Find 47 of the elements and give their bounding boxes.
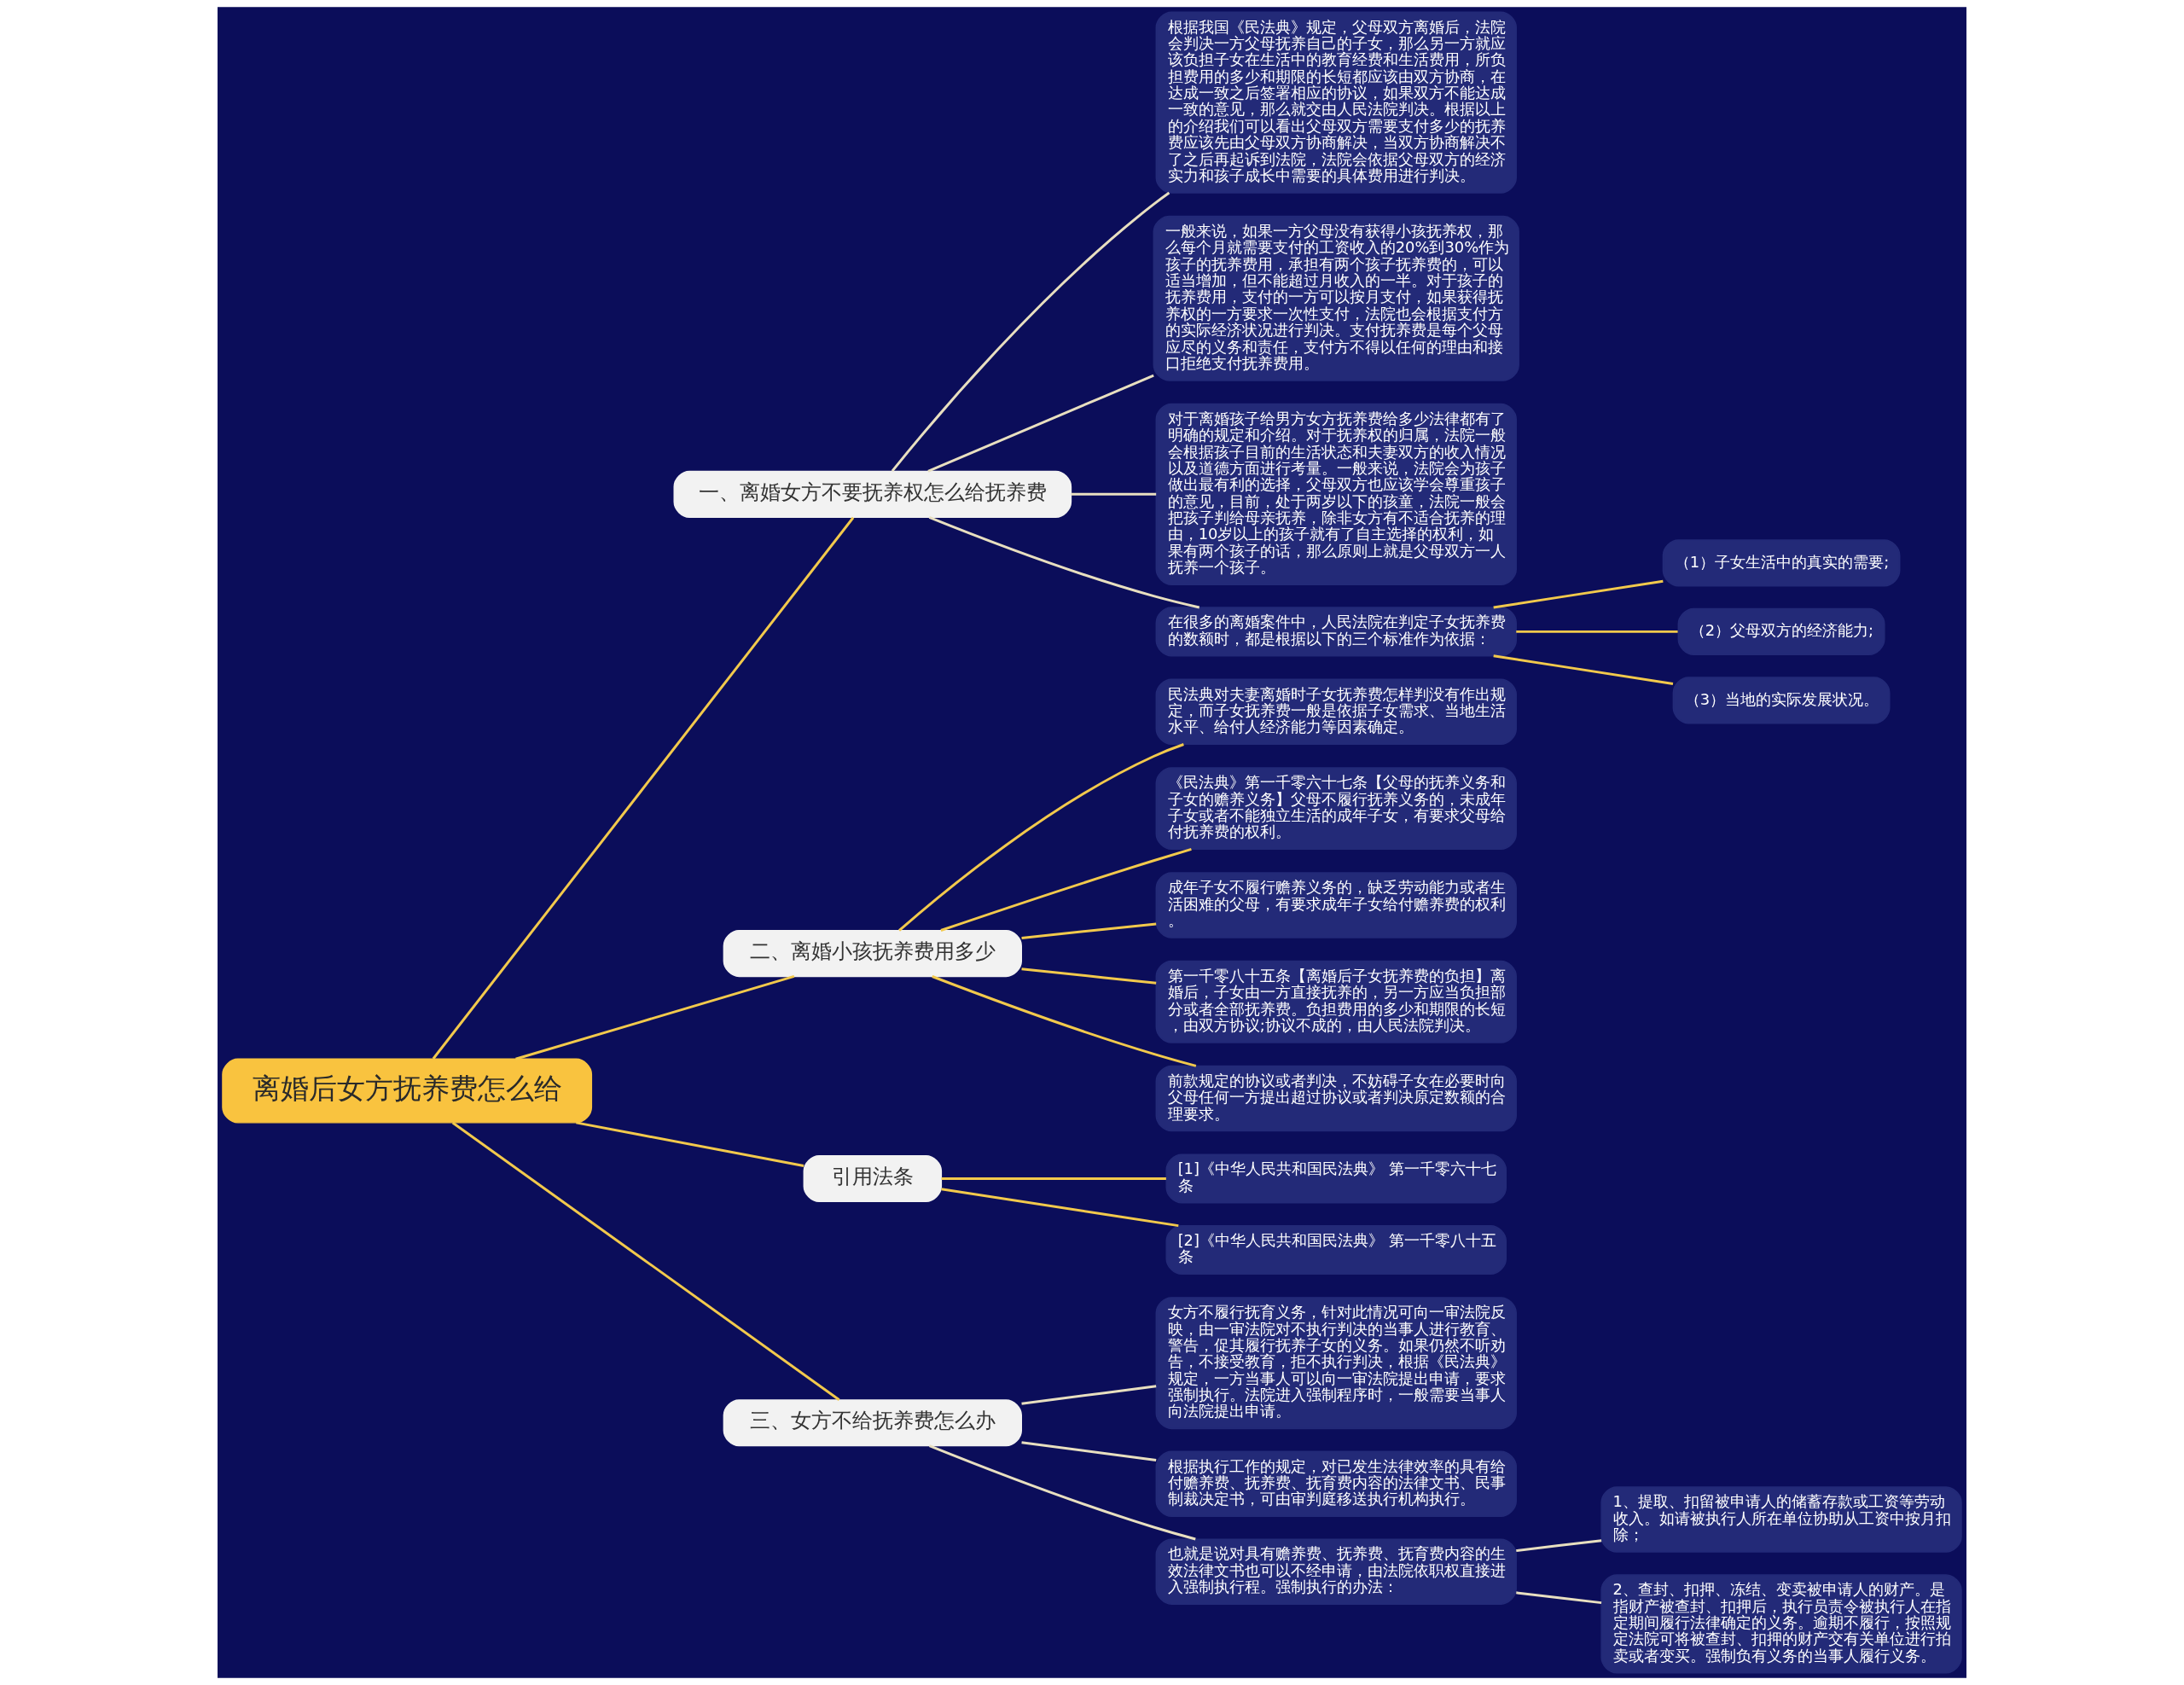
node-box: 成年子女不履行赡养义务的，缺乏劳动能力或者生活困难的父母，有要求成年子女给付赡养费的权利。 — [1155, 872, 1517, 938]
connector — [1021, 1441, 1157, 1462]
connector — [1493, 654, 1674, 685]
node-box: 引用法条 — [803, 1154, 943, 1203]
node-box: 2、查封、扣押、冻结、变卖被申请人的财产。是指财产被查封、扣押后，执行员责令被执行人在指定期间履行法律确定的义务。逾期不履行，按照规定法院可将被查封、扣押的财产交有关单位进行拍卖或者变买。强制负有义务的当事人履行义务。 — [1600, 1574, 1962, 1674]
node-box: 第一千零八十五条【离婚后子女抚养费的负担】离婚后，子女由一方直接抚养的，另一方应当负担部分或者全部抚养费。负担费用的多少和期限的长短，由双方协议;协议不成的，由人民法院判决。 — [1155, 960, 1517, 1043]
node-box: 前款规定的协议或者判决，不妨碍子女在必要时向父母任何一方提出超过协议或者判决原定数额的合理要求。 — [1155, 1065, 1517, 1132]
node-box: 一、离婚女方不要抚养权怎么给抚养费 — [673, 470, 1072, 518]
connector — [928, 516, 1200, 609]
node-box: （2）父母双方的经济能力; — [1677, 607, 1885, 655]
node-box: 二、离婚小孩抚养费用多少 — [723, 930, 1022, 978]
node-box: （1）子女生活中的真实的需要; — [1662, 539, 1901, 587]
connector — [576, 1121, 804, 1167]
connector — [1071, 492, 1157, 496]
connector — [932, 975, 1197, 1067]
node-box: [1]《中华人民共和国民法典》 第一千零六十七条 — [1165, 1153, 1507, 1204]
node-box: 也就是说对具有赡养费、抚养费、抚育费内容的生效法律文书也可以不经申请，由法院依职权直接进入强制执行程。强制执行的办法： — [1155, 1538, 1517, 1605]
node-box: 1、提取、扣留被申请人的储蓄存款或工资等劳动收入。如请被执行人所在单位协助从工资中按月扣除； — [1600, 1486, 1962, 1553]
connector — [451, 1121, 840, 1401]
node-box: 女方不履行抚育义务，针对此情况可向一审法院反映，由一审法院对不执行判决的当事人进行教育、警告，促其履行抚养子女的义务。如果仍然不听劝告，不接受教育，拒不执行判决，根据《民法典》规定，一方当事人可以向一审法院提出申请，要求强制执行。法院进入强制程序时，一般需要当事人向法院提出申请。 — [1155, 1297, 1517, 1430]
connector — [1516, 630, 1678, 633]
node-box: 根据执行工作的规定，对已发生法律效率的具有给付赡养费、抚养费、抚育费内容的法律文书、民事制裁决定书，可由审判庭移送执行机构执行。 — [1155, 1450, 1517, 1518]
node-box: （3）当地的实际发展状况。 — [1672, 677, 1891, 724]
connector — [941, 1188, 1179, 1228]
connector — [898, 743, 1184, 932]
connector — [1516, 1591, 1602, 1605]
node-box: 离婚后女方抚养费怎么给 — [222, 1058, 593, 1124]
node-box: 民法典对夫妻离婚时子女抚养费怎样判没有作出规定，而子女抚养费一般是依据子女需求、当地生活水平、给付人经济能力等因素确定。 — [1155, 678, 1517, 746]
connector — [927, 374, 1154, 473]
connector — [940, 847, 1192, 932]
node-box: 根据我国《民法典》规定，父母双方离婚后，法院会判决一方父母抚养自己的子女，那么另一方就应该负担子女在生活中的教育经费和生活费用，所负担费用的多少和期限的长短都应该由双方协商，在达成一致之后签署相应的协议，如果双方不能达成一致的意见，那么就交由人民法院判决。根据以上的介绍我们可以看出父母双方需要支付多少的抚养费应该先由父母双方协商解决，当双方协商解决不了之后再起诉到法院，法院会依据父母双方的经济实力和孩子成长中需要的具体费用进行判决。 — [1155, 11, 1517, 194]
node-box: [2]《中华人民共和国民法典》 第一千零八十五条 — [1165, 1224, 1507, 1275]
node-box: 对于离婚孩子给男方女方抚养费给多少法律都有了明确的规定和介绍。对于抚养权的归属，法院一般会根据孩子目前的生活状态和夫妻双方的收入情况以及道德方面进行考量。一般来说，法院会为孩子做出最有利的选择，父母双方也应该学会尊重孩子的意见，目前，处于两岁以下的孩童，法院一般会把孩子判给母亲抚养，除非女方有不适合抚养的理由，10岁以上的孩子就有了自主选择的权利，如果有两个孩子的话，那么原则上就是父母双方一人抚养一个孩子。 — [1155, 403, 1517, 585]
node-box: 《民法典》第一千零六十七条【父母的抚养义务和子女的赡养义务】父母不履行抚养义务的，未成年子女或者不能独立生活的成年子女，有要求父母给付抚养费的权利。 — [1155, 767, 1517, 851]
connector — [891, 191, 1170, 472]
connector — [928, 1444, 1196, 1541]
connector — [1021, 922, 1157, 939]
connector — [1021, 1385, 1157, 1405]
connector — [1021, 967, 1157, 985]
node-box: 三、女方不给抚养费怎么办 — [723, 1399, 1022, 1447]
connector — [432, 516, 855, 1060]
connector — [1516, 1539, 1602, 1552]
node-box: 一般来说，如果一方父母没有获得小孩抚养权，那么每个月就需要支付的工资收入的20%到30%作为孩子的抚养费用，承担有两个孩子抚养费的，可以适当增加，但不能超过月收入的一半。对于孩子的抚养费用，支付的一方可以按月支付，如果获得抚养权的一方要求一次性支付，法院也会根据支付方的实际经济状况进行判决。支付抚养费是每个父母应尽的义务和责任，支付方不得以任何的理由和接口拒绝支付抚养费用。 — [1153, 215, 1519, 381]
connector — [1493, 579, 1664, 609]
connector — [515, 975, 795, 1060]
connector — [941, 1177, 1166, 1180]
node-box: 在很多的离婚案件中，人民法院在判定子女抚养费的数额时，都是根据以下的三个标准作为依据： — [1155, 607, 1517, 657]
